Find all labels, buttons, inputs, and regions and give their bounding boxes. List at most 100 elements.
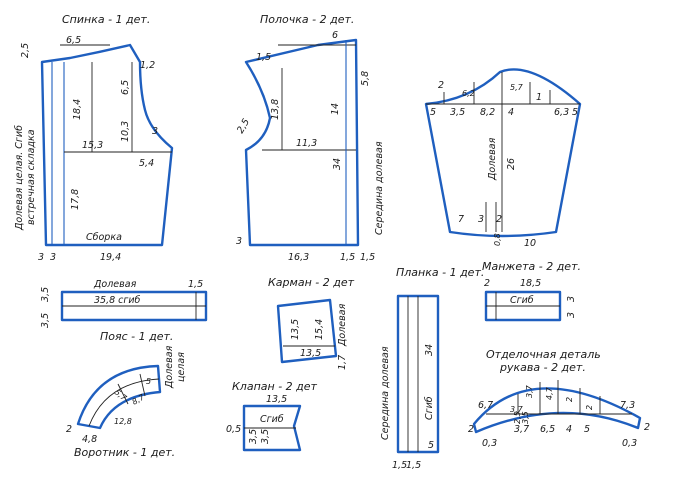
front-piece: Полочка - 2 дет. 6 1,5 5,8 13,8 14 2,5 1… [235, 13, 385, 263]
pocket-m-1-7: 1,7 [337, 355, 348, 370]
flap-m-0-5: 0,5 [226, 424, 241, 435]
flap-outline [242, 404, 302, 452]
trim-piece: Отделочная деталь рукава - 2 дет. 6,7 7,… [468, 348, 650, 449]
sleeve-m-3-5: 3,5 [450, 107, 465, 118]
sleeve-m-10: 10 [524, 238, 536, 249]
back-m-1-2: 1,2 [140, 60, 155, 71]
back-assembly: Сборка [86, 232, 122, 243]
back-m-18-4: 18,4 [72, 99, 83, 120]
sleeve-m-1: 1 [536, 92, 542, 103]
cuff-title: Манжета - 2 дет. [482, 260, 581, 273]
trim-m-2b: 2 [585, 405, 594, 410]
trim-m-3-7a: 3,7 [510, 405, 524, 414]
collar-title: Воротник - 1 дет. [74, 446, 175, 459]
sleeve-m-5b: 5 [572, 107, 578, 118]
placket-side-label: Середина долевая [380, 346, 391, 440]
placket-m-34: 34 [424, 344, 435, 356]
back-outline [40, 43, 174, 247]
sleeve-outline [424, 68, 582, 238]
front-title: Полочка - 2 дет. [260, 13, 354, 26]
belt-m-3-5b: 3,5 [40, 313, 51, 328]
collar-inner-line [88, 378, 160, 427]
collar-m-4-8: 4,8 [82, 434, 97, 445]
sleeve-m-7: 7 [458, 214, 464, 225]
front-m-16-3: 16,3 [288, 252, 309, 263]
trim-m-2d: 2 [644, 422, 650, 433]
placket-title: Планка - 1 дет. [396, 266, 484, 279]
front-m-6: 6 [332, 30, 338, 41]
sleeve-m-2b: 2 [496, 214, 502, 225]
front-m-34: 34 [332, 158, 343, 170]
sleeve-m-3: 3 [478, 214, 484, 225]
collar-m-12-8: 12,8 [114, 417, 132, 426]
collar-grain: Долевая [164, 345, 175, 389]
pocket-m-15-4: 15,4 [314, 319, 325, 340]
sleeve-m-6-3: 6,3 [554, 107, 569, 118]
pocket-m-13-5b: 13,5 [300, 348, 321, 359]
pocket-grain: Долевая [337, 303, 348, 347]
sleeve-m-5: 5 [430, 107, 436, 118]
sleeve-m-4: 4 [508, 107, 514, 118]
cuff-m-3b: 3 [566, 312, 577, 318]
back-m-3a: 3 [38, 252, 44, 263]
flap-m-3-5a: 3,5 [248, 429, 259, 444]
placket-fold: Сгиб [424, 396, 435, 420]
back-m-2-5: 2,5 [20, 43, 31, 58]
collar-piece: 5,7 5 8,7 12,8 2 4,8 Долевая целая Ворот… [66, 345, 187, 459]
trim-m-3-5: 3,5 [521, 411, 530, 424]
trim-m-0-3a: 0,3 [482, 438, 497, 449]
collar-m-5: 5 [146, 377, 151, 386]
sleeve-grain: Долевая [487, 137, 498, 181]
back-title: Спинка - 1 дет. [62, 13, 150, 26]
trim-m-2c: 2 [468, 424, 474, 435]
collar-m-2: 2 [66, 424, 72, 435]
front-outline [244, 38, 360, 247]
placket-m-1-5a: 1,5 [392, 460, 407, 471]
pocket-outline [276, 298, 338, 364]
back-m-10-3: 10,3 [120, 121, 131, 142]
front-side-label: Середина долевая [374, 141, 385, 235]
front-m-1-5b: 1,5 [340, 252, 355, 263]
front-m-3: 3 [236, 236, 242, 247]
front-m-2-5: 2,5 [235, 117, 252, 136]
placket-m-5: 5 [428, 440, 434, 451]
cuff-fold: Сгиб [510, 295, 534, 306]
front-m-14: 14 [330, 103, 341, 115]
cuff-m-18-5: 18,5 [520, 278, 541, 289]
flap-fold: Сгиб [260, 414, 284, 425]
sleeve-m-6-2: 6,2 [462, 89, 475, 98]
pocket-piece: Карман - 2 дет 13,5 15,4 13,5 1,7 Долева… [268, 276, 355, 370]
front-m-11-3: 11,3 [296, 138, 317, 149]
belt-piece: Долевая 1,5 35,8 сгиб 3,5 3,5 Пояс - 1 д… [40, 279, 208, 343]
trim-m-2a: 2 [565, 397, 574, 402]
belt-m-1-5: 1,5 [188, 279, 203, 290]
trim-m-6-5: 6,5 [540, 424, 555, 435]
front-m-1-5c: 1,5 [360, 252, 375, 263]
trim-m-6-7: 6,7 [478, 400, 493, 411]
cuff-m-2: 2 [484, 278, 490, 289]
flap-m-13-5: 13,5 [266, 394, 287, 405]
collar-line-1 [117, 383, 129, 405]
sleeve-m-5-7: 5,7 [510, 83, 524, 92]
collar-outline [76, 364, 162, 430]
placket-m-1-5b: 1,5 [406, 460, 421, 471]
back-m-6-5: 6,5 [66, 35, 81, 46]
sleeve-m-0-8: 0,8 [493, 233, 502, 246]
flap-m-3-5b: 3,5 [260, 429, 271, 444]
back-m-5-4: 5,4 [139, 158, 154, 169]
trim-m-5: 5 [584, 424, 590, 435]
belt-m-3-5a: 3,5 [40, 287, 51, 302]
belt-title: Пояс - 1 дет. [100, 330, 173, 343]
back-m-6-5b: 6,5 [120, 80, 131, 95]
sleeve-m-2: 2 [438, 80, 444, 91]
trim-outline [472, 387, 642, 434]
belt-m-35-8: 35,8 сгиб [94, 295, 141, 306]
trim-m-3-7b: 3,7 [525, 384, 534, 398]
sleeve-piece: 2 5 3,5 6,2 8,2 4 5,7 1 6,3 5 Долевая 26… [424, 68, 582, 249]
back-m-17-8: 17,8 [70, 189, 81, 210]
trim-m-4: 4 [566, 424, 572, 435]
collar-grain-2: целая [176, 352, 187, 382]
front-m-5-8: 5,8 [360, 71, 371, 86]
trim-m-0-3b: 0,3 [622, 438, 637, 449]
